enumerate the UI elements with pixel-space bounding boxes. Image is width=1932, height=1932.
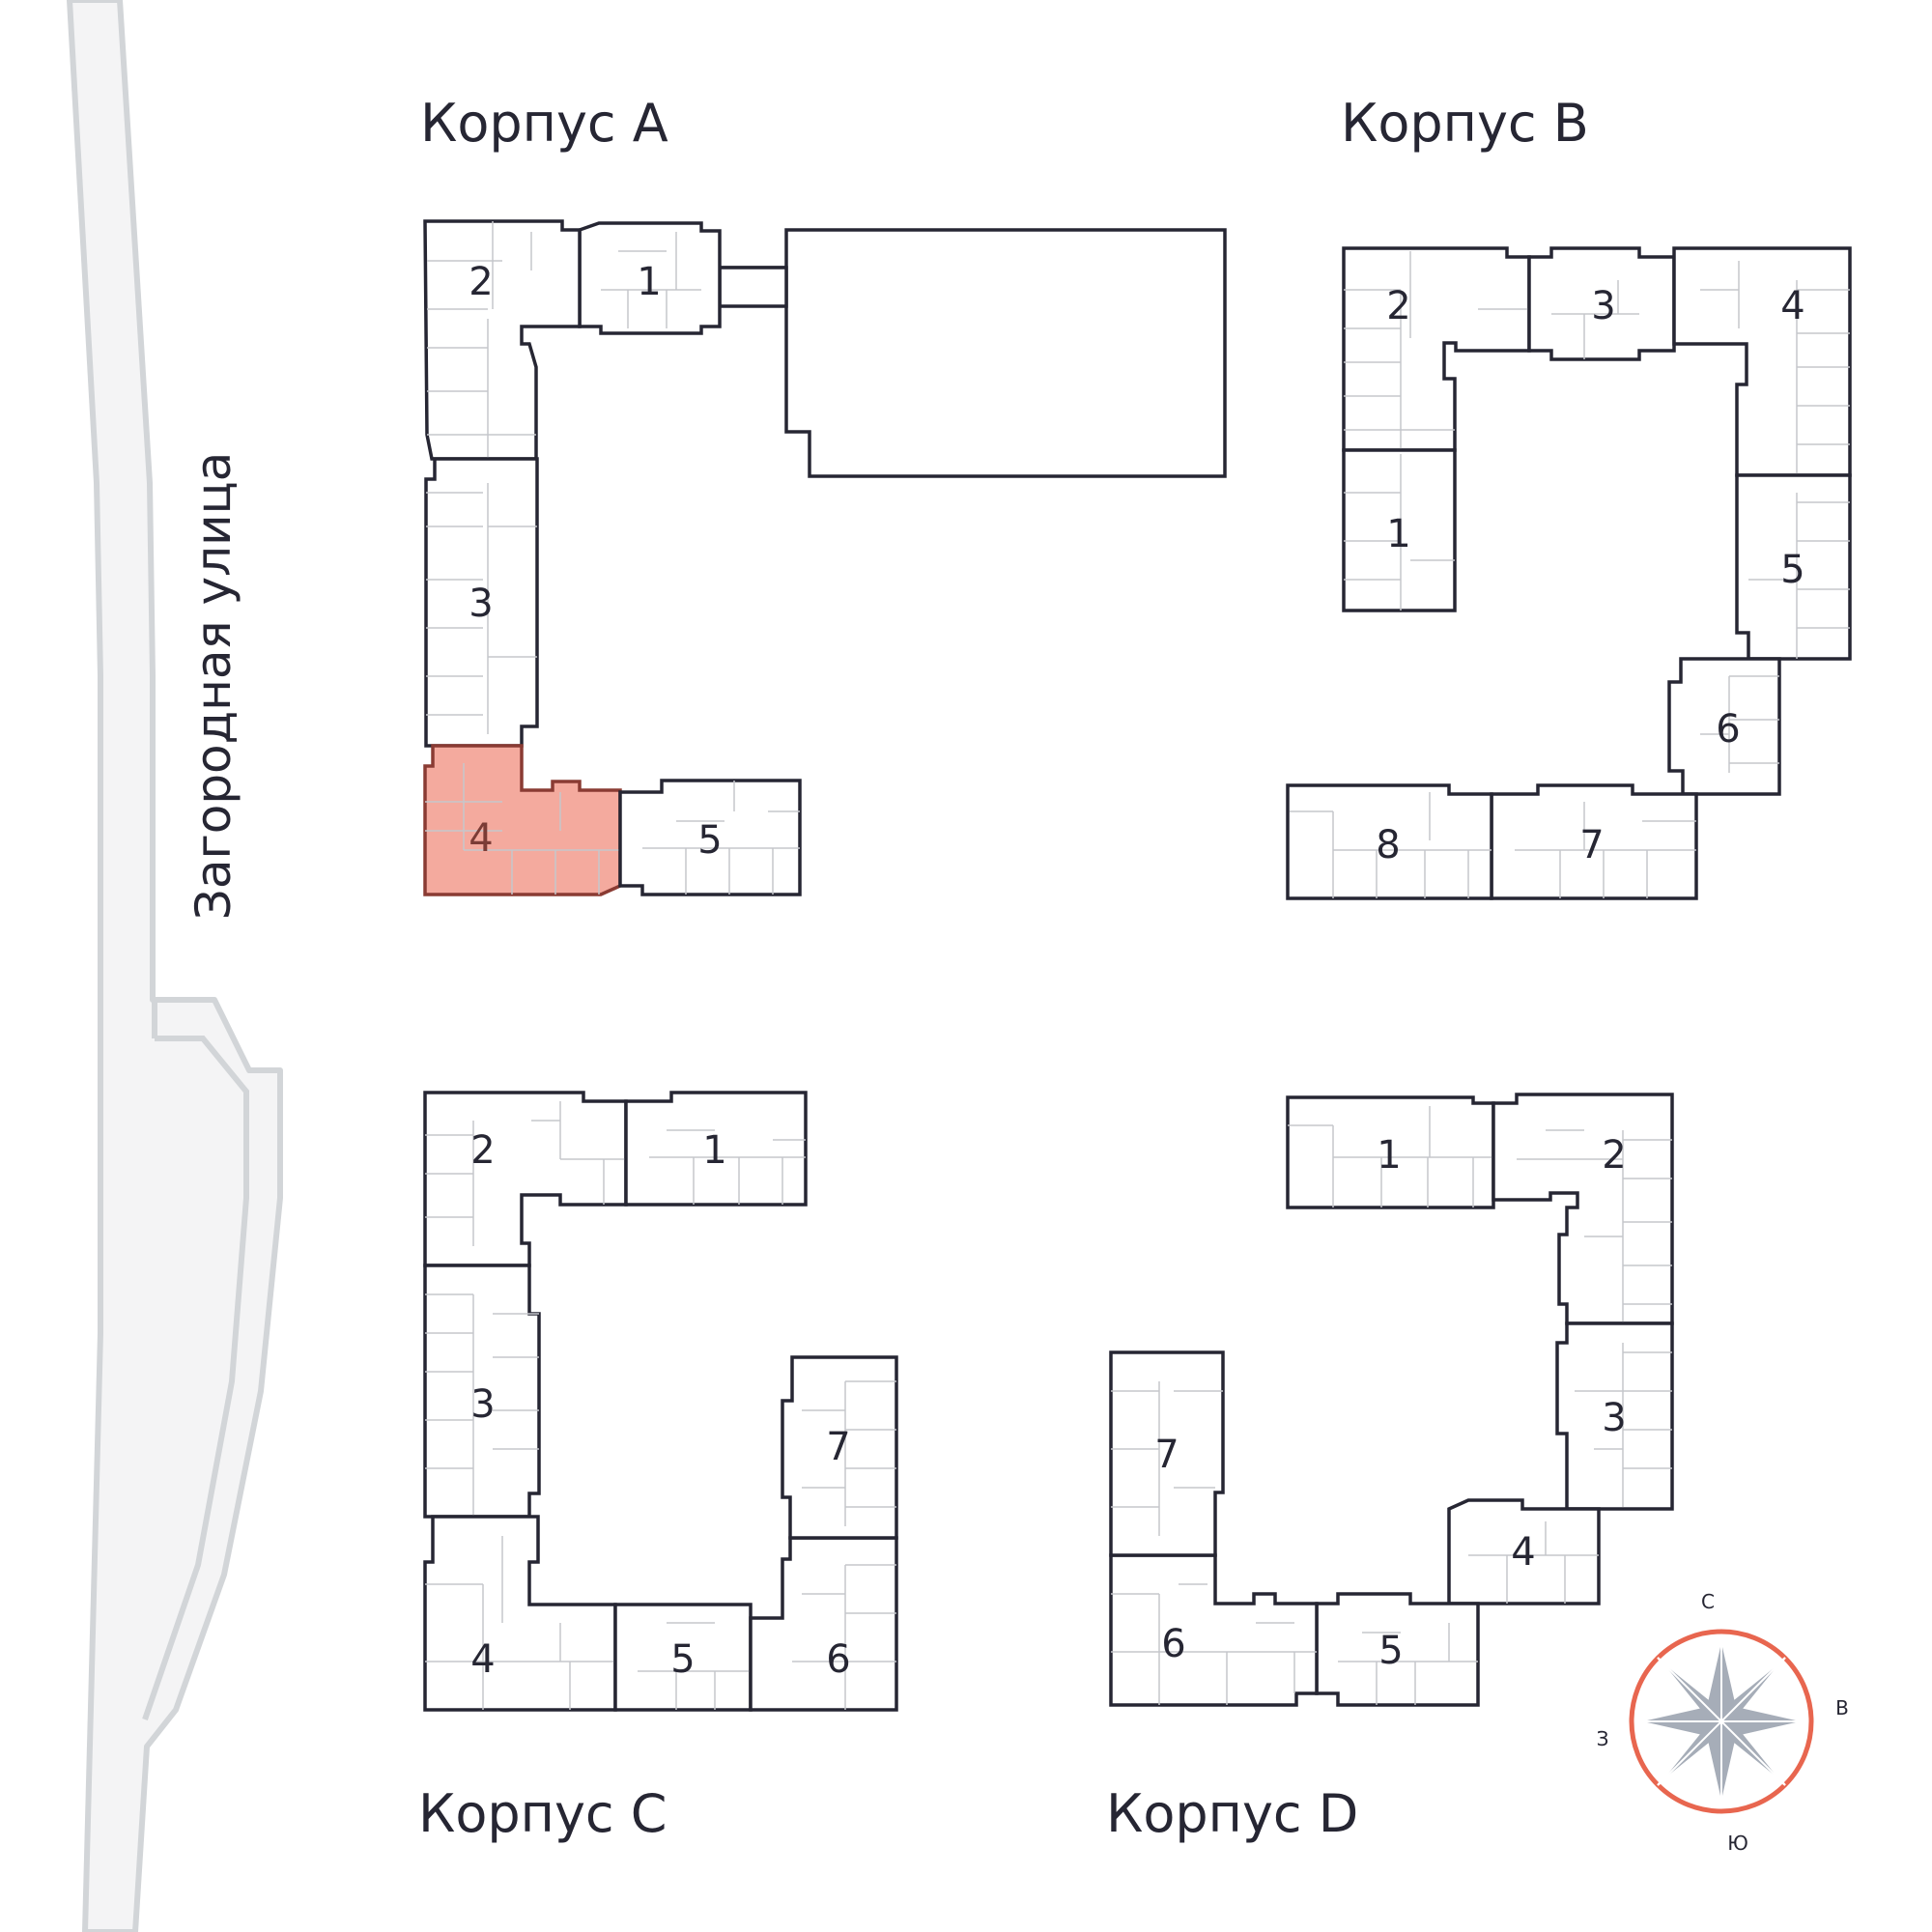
korpus-d-title: Корпус D xyxy=(1106,1783,1358,1844)
road-main xyxy=(67,0,283,1932)
korpus-a-title: Корпус A xyxy=(420,93,668,154)
korpus-d-section-5[interactable]: 5 xyxy=(1315,1592,1480,1707)
korpus-b-section-7[interactable]: 7 xyxy=(1490,783,1698,900)
korpus-d-section-4[interactable]: 4 xyxy=(1447,1498,1601,1605)
compass-star-lines xyxy=(1638,1638,1804,1804)
korpus-d-section-6[interactable]: 6 xyxy=(1109,1553,1319,1707)
korpus-d-section-1[interactable]: 1 xyxy=(1286,1095,1495,1209)
street-name: Загородная улица xyxy=(185,452,242,920)
compass-south-label: Ю xyxy=(1727,1832,1748,1855)
compass-north-label: С xyxy=(1701,1590,1715,1613)
korpus-c-section-6[interactable]: 6 xyxy=(749,1536,898,1712)
korpus-a-section-3[interactable]: 3 xyxy=(424,457,539,748)
korpus-a-connector xyxy=(718,266,788,308)
compass: С В Ю З xyxy=(1597,1590,1849,1855)
korpus-c-section-5[interactable]: 5 xyxy=(613,1603,753,1712)
korpus-b-section-8[interactable]: 8 xyxy=(1286,783,1493,900)
korpus-b-section-3[interactable]: 3 xyxy=(1527,246,1676,361)
road xyxy=(67,0,283,1932)
korpus-a-section-4-selected[interactable]: 4 xyxy=(423,744,622,896)
korpus-b-section-6[interactable]: 6 xyxy=(1667,657,1781,796)
korpus-c-section-1[interactable]: 1 xyxy=(624,1091,808,1207)
korpus-a-section-1[interactable]: 1 xyxy=(578,221,722,335)
korpus-d-section-2[interactable]: 2 xyxy=(1492,1093,1674,1325)
korpus-b-section-4[interactable]: 4 xyxy=(1672,246,1852,477)
korpus-a-section-2[interactable]: 2 xyxy=(423,219,582,461)
korpus-c-section-2[interactable]: 2 xyxy=(423,1091,628,1267)
korpus-d-section-7[interactable]: 7 xyxy=(1109,1350,1225,1557)
korpus-a-parking[interactable] xyxy=(720,228,1227,478)
korpus-c-section-3[interactable]: 3 xyxy=(423,1264,541,1519)
korpus-b-section-2[interactable]: 2 xyxy=(1342,246,1531,452)
compass-ring xyxy=(1629,1629,1814,1814)
compass-east-label: В xyxy=(1835,1696,1849,1719)
korpus-c-section-4[interactable]: 4 xyxy=(423,1515,617,1712)
korpus-c-title: Корпус C xyxy=(418,1783,667,1844)
korpus-b-section-5[interactable]: 5 xyxy=(1735,473,1852,661)
korpus-b-title: Корпус B xyxy=(1341,93,1589,154)
korpus-c-section-7[interactable]: 7 xyxy=(781,1355,898,1540)
korpus-d-section-3[interactable]: 3 xyxy=(1555,1321,1674,1511)
korpus-b-section-1[interactable]: 1 xyxy=(1342,448,1457,612)
korpus-a-section-5[interactable]: 5 xyxy=(618,779,802,896)
compass-west-label: З xyxy=(1597,1727,1609,1750)
road-inner-edge xyxy=(142,1036,249,1720)
